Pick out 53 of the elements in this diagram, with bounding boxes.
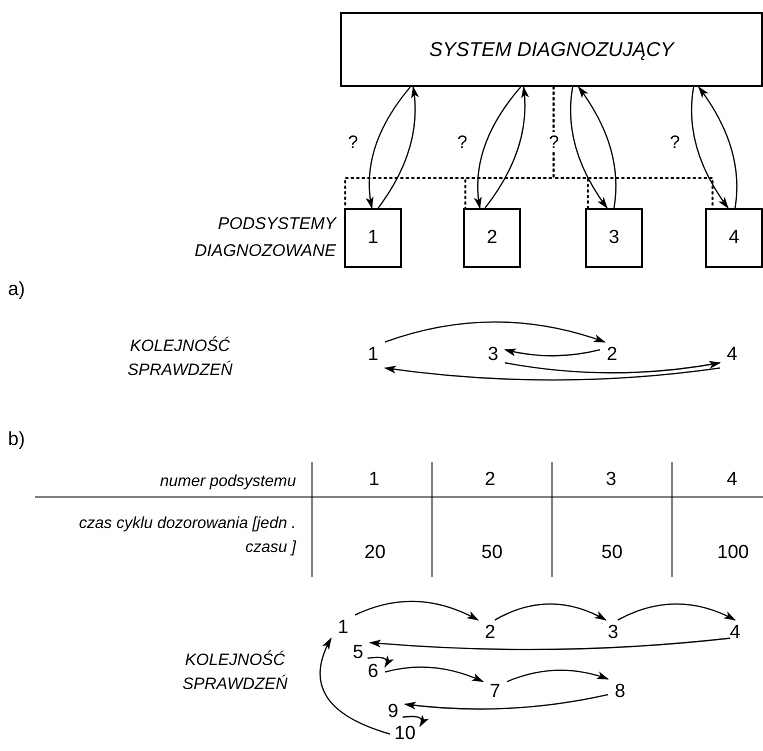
table-value: 1 <box>368 468 380 492</box>
arrow <box>474 86 522 209</box>
arrow <box>698 86 738 208</box>
text-label: numer podsystemu <box>158 472 296 492</box>
subsystem-box: 2 <box>463 208 521 268</box>
table-value: 50 <box>600 541 624 565</box>
sequence-number: 8 <box>608 679 632 705</box>
arrow <box>366 86 411 209</box>
arrow <box>384 666 484 682</box>
edge-label: ? <box>548 132 560 152</box>
arrow <box>506 670 609 682</box>
table-value: 2 <box>484 468 496 492</box>
arrow <box>494 603 607 621</box>
arrow <box>404 694 608 710</box>
subsystem-box: 1 <box>344 208 402 268</box>
sequence-number: 1 <box>361 342 385 368</box>
sequence-number: 4 <box>723 620 747 646</box>
arrow <box>690 86 729 209</box>
table-value: 50 <box>480 541 504 565</box>
text-label: PODSYSTEMY DIAGNOZOWANE <box>194 213 336 262</box>
arrow <box>320 638 390 735</box>
system-box: SYSTEM DIAGNOZUJĄCY <box>340 12 763 87</box>
arrow <box>369 638 730 650</box>
arrow <box>570 86 608 209</box>
arrow <box>384 321 606 343</box>
arrow <box>378 86 419 208</box>
text-label: czas cyklu dozorowania [jedn . czasu ] <box>78 514 296 558</box>
text-label: b) <box>8 428 26 452</box>
text-label: KOLEJNOŚĆ SPRAWDZEŃ <box>126 335 234 381</box>
sequence-number: 3 <box>481 342 505 368</box>
arrow <box>484 86 529 208</box>
sequence-number: 3 <box>601 620 625 646</box>
table-value: 3 <box>604 468 618 492</box>
arrow <box>354 600 479 621</box>
arrow <box>618 603 736 621</box>
arrow <box>368 655 394 668</box>
sequence-number: 1 <box>331 615 355 641</box>
sequence-number: 2 <box>600 342 624 368</box>
sequence-number: 4 <box>720 342 744 368</box>
arrow <box>402 714 429 728</box>
sequence-number: 7 <box>483 679 507 705</box>
table-value: 100 <box>716 541 750 565</box>
subsystem-box: 3 <box>585 208 643 268</box>
arrow <box>504 360 721 374</box>
text-label: a) <box>8 278 26 302</box>
subsystem-box: 4 <box>705 208 763 268</box>
table-value: 20 <box>363 541 387 565</box>
text-label: KOLEJNOŚĆ SPRAWDZEŃ <box>181 649 289 695</box>
arrow <box>384 365 720 381</box>
sequence-number: 2 <box>478 620 502 646</box>
arrow <box>504 348 600 356</box>
table-value: 4 <box>726 468 738 492</box>
arrow <box>578 86 616 208</box>
